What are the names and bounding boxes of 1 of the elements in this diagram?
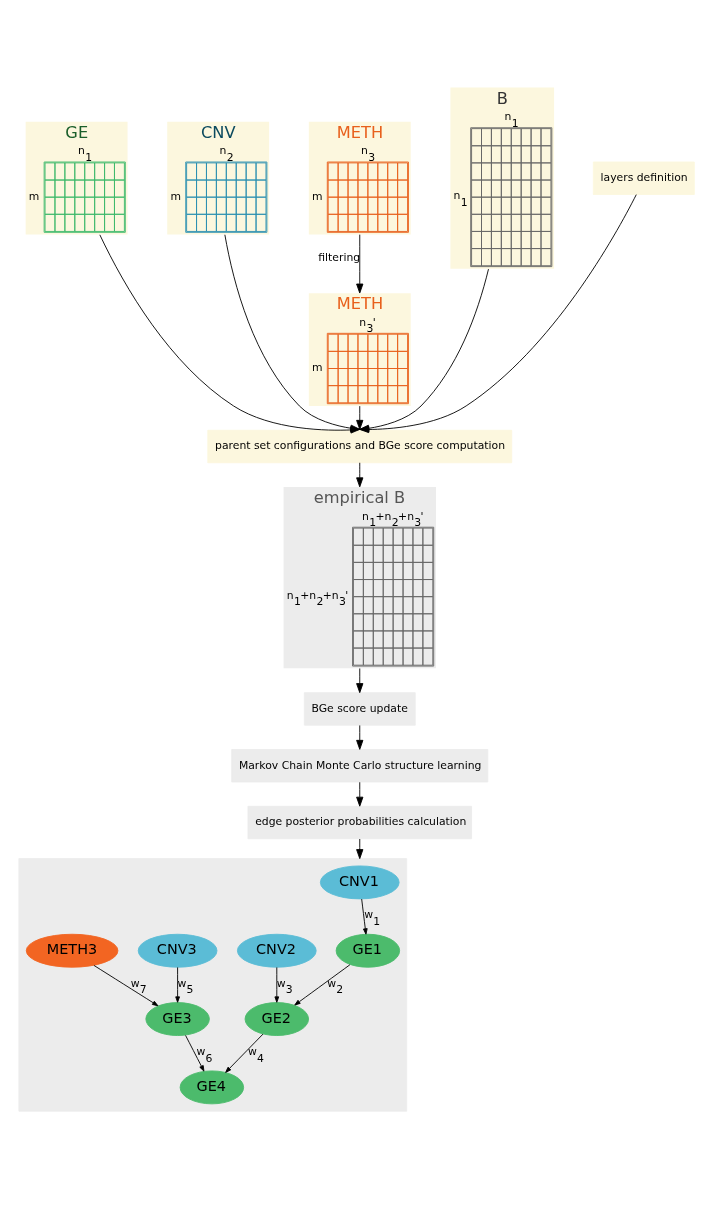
edge-label: filtering: [318, 250, 361, 264]
